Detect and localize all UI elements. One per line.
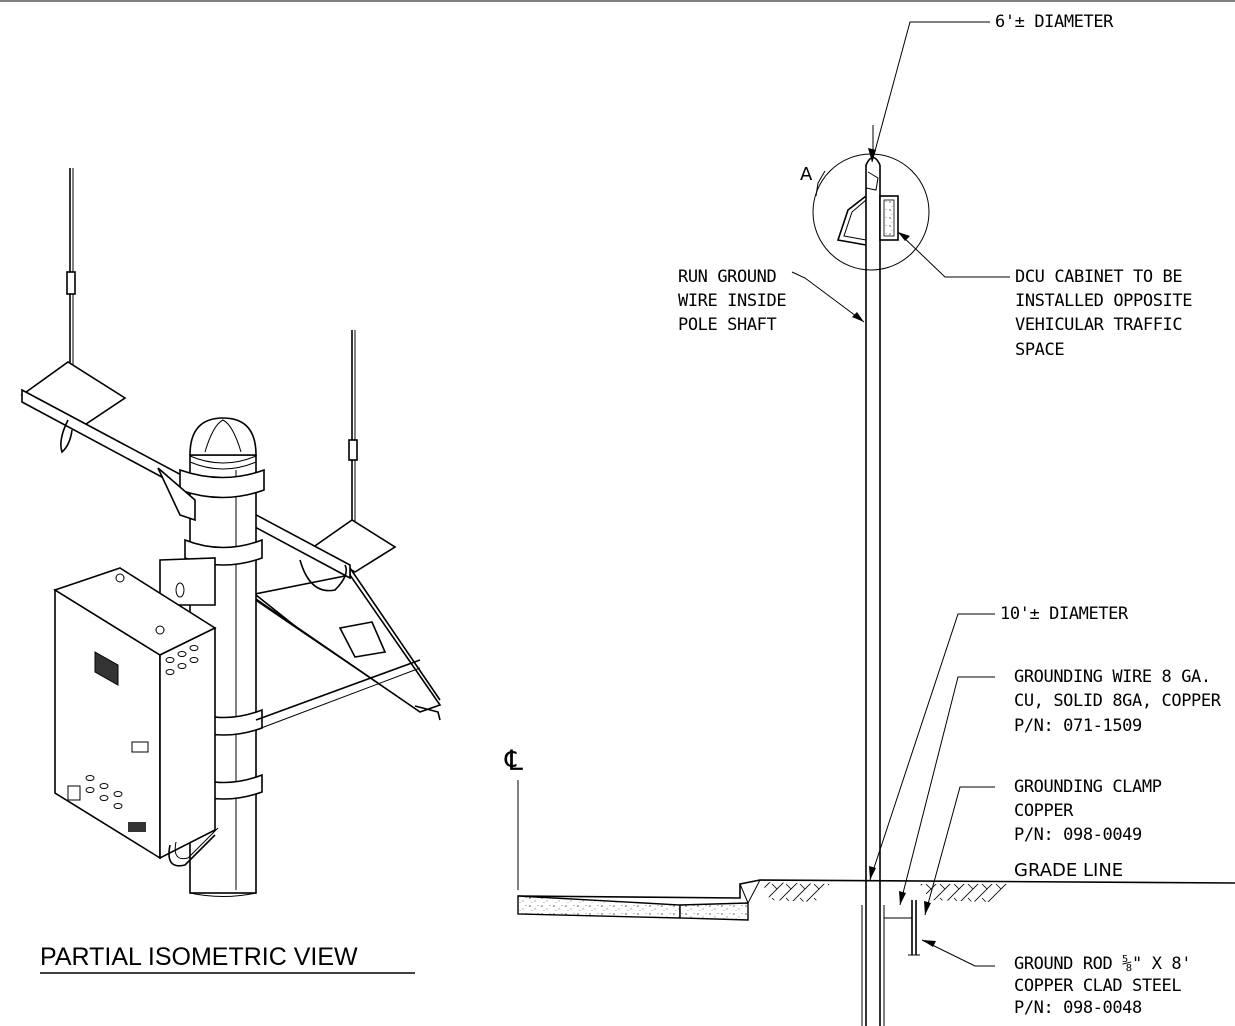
svg-text:INSTALLED OPPOSITE: INSTALLED OPPOSITE (1015, 291, 1192, 311)
elevation-pole (861, 125, 885, 1026)
grade-surface (517, 879, 1235, 921)
svg-text:P/N: 098-0048: P/N: 098-0048 (1014, 998, 1142, 1018)
isometric-view-title: PARTIAL ISOMETRIC VIEW (40, 943, 358, 971)
svg-text:GROUNDING CLAMP: GROUNDING CLAMP (1014, 777, 1162, 797)
cabinet-conduit (168, 834, 216, 867)
elevation-dcu-cabinet (836, 171, 899, 246)
svg-text:P/N: 098-0049: P/N: 098-0049 (1014, 825, 1142, 845)
svg-text:6'± DIAMETER: 6'± DIAMETER (995, 12, 1114, 32)
centerline-symbol: ℄ (504, 744, 523, 777)
callout-grounding-wire: GROUNDING WIRE 8 GA. CU, SOLID 8GA, COPP… (899, 667, 1222, 906)
antenna-right (345, 330, 361, 553)
callout-dcu-cabinet: DCU CABINET TO BE INSTALLED OPPOSITE VEH… (897, 231, 1193, 360)
callout-ground-wire-run: RUN GROUND WIRE INSIDE POLE SHAFT (678, 267, 865, 335)
isometric-view: PARTIAL ISOMETRIC VIEW (20, 168, 442, 974)
svg-text:GROUND ROD ⅝" X 8': GROUND ROD ⅝" X 8' (1014, 954, 1191, 974)
svg-text:VEHICULAR TRAFFIC: VEHICULAR TRAFFIC (1015, 315, 1182, 335)
elevation-view: ℄ A (504, 12, 1235, 1026)
svg-text:COPPER: COPPER (1014, 801, 1074, 821)
antenna-cable-right (299, 559, 348, 592)
svg-text:WIRE INSIDE: WIRE INSIDE (678, 291, 786, 311)
antenna-left (63, 168, 79, 389)
panel-brackets (157, 467, 421, 731)
callout-top-diameter: 6'± DIAMETER (868, 12, 1115, 163)
svg-text:DCU CABINET TO BE: DCU CABINET TO BE (1015, 267, 1182, 287)
svg-text:POLE SHAFT: POLE SHAFT (678, 315, 777, 335)
detail-marker-a: A (800, 164, 813, 185)
svg-text:GROUNDING WIRE 8 GA.: GROUNDING WIRE 8 GA. (1014, 667, 1211, 687)
callout-grounding-clamp: GROUNDING CLAMP COPPER P/N: 098-0049 (924, 777, 1162, 916)
antenna-cable-left (60, 419, 73, 454)
dcu-cabinet (53, 567, 217, 860)
svg-text:RUN GROUND: RUN GROUND (678, 267, 777, 287)
solar-panel (247, 565, 442, 721)
callout-ground-rod: GROUND ROD ⅝" X 8' COPPER CLAD STEEL P/N… (921, 939, 1191, 1018)
svg-text:P/N: 071-1509: P/N: 071-1509 (1014, 716, 1142, 736)
ground-rod (884, 900, 920, 956)
svg-text:SPACE: SPACE (1015, 340, 1064, 360)
grade-line-label: GRADE LINE (1014, 860, 1123, 881)
detail-circle-a (812, 153, 930, 271)
svg-text:CU, SOLID 8GA, COPPER: CU, SOLID 8GA, COPPER (1014, 691, 1222, 711)
svg-text:10'± DIAMETER: 10'± DIAMETER (1000, 604, 1129, 624)
svg-text:COPPER CLAD STEEL: COPPER CLAD STEEL (1014, 976, 1181, 996)
callout-base-diameter: 10'± DIAMETER (869, 604, 1129, 881)
